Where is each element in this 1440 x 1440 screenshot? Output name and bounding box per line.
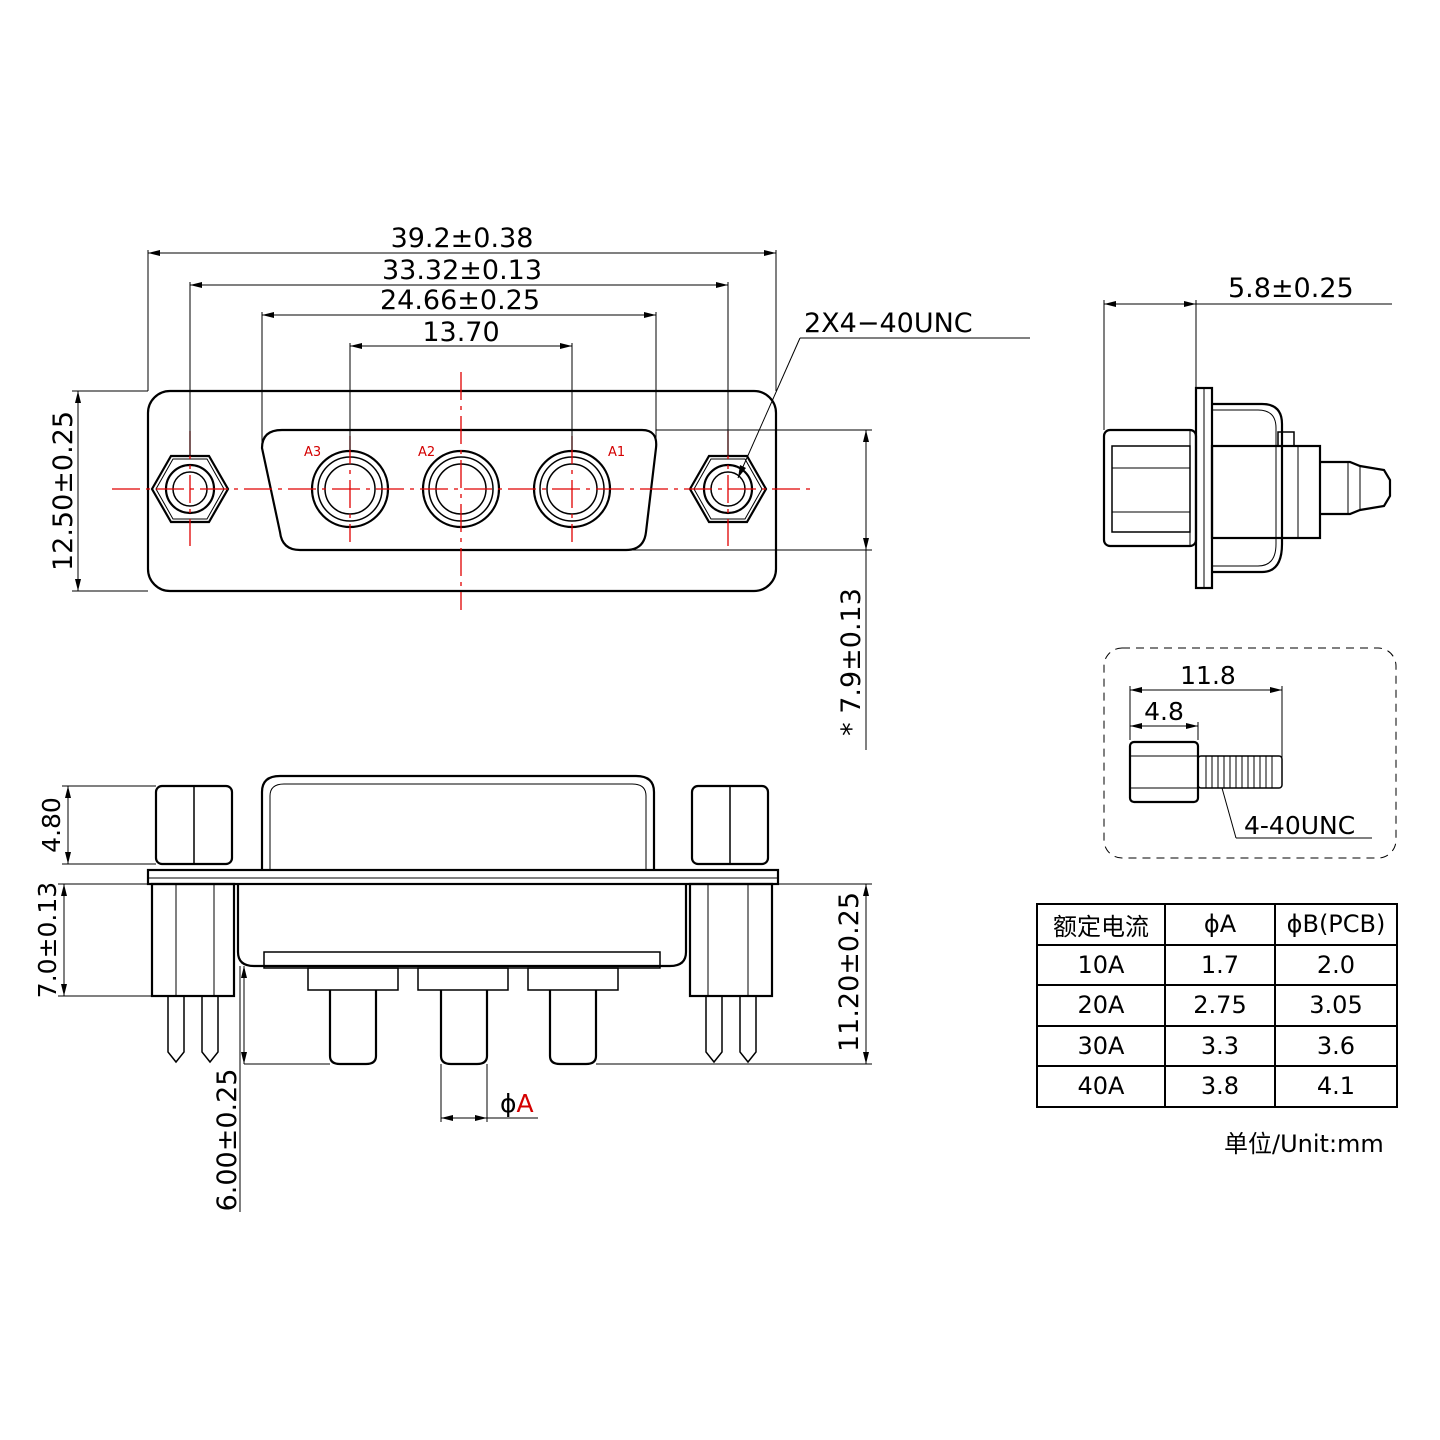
pin-label-a1: A1 bbox=[608, 445, 625, 460]
side-view: 5.8±0.25 bbox=[1102, 273, 1392, 590]
bottom-right-hex bbox=[690, 784, 770, 866]
svg-text:* 7.9±0.13: * 7.9±0.13 bbox=[836, 588, 867, 736]
cell-current: 10A bbox=[1036, 943, 1166, 986]
dim-hex-height: 4.80 bbox=[37, 785, 156, 865]
bottom-flange bbox=[146, 868, 780, 886]
cell-dia-a: 1.7 bbox=[1164, 943, 1276, 986]
cell-dia-b: 3.6 bbox=[1274, 1024, 1398, 1067]
svg-text:39.2±0.38: 39.2±0.38 bbox=[391, 223, 534, 254]
svg-text:4.80: 4.80 bbox=[37, 797, 66, 853]
spec-table: 额定电流 ϕA ϕB(PCB) 10A 1.7 2.0 20A 2.75 3.0… bbox=[1036, 903, 1398, 1108]
cell-dia-a: 3.3 bbox=[1164, 1024, 1276, 1067]
svg-text:6.00±0.25: 6.00±0.25 bbox=[212, 1069, 243, 1212]
cell-dia-a: 3.8 bbox=[1164, 1065, 1276, 1108]
thread-callout: 2X4−40UNC bbox=[737, 308, 1030, 479]
dim-body-height: 7.0±0.13 bbox=[33, 882, 152, 998]
bottom-view: 4.80 7.0±0.13 6.00±0.25 11.20±0.25 bbox=[33, 774, 872, 1212]
d-shell-outline bbox=[260, 428, 658, 552]
dim-mount-hole-spacing: 33.32±0.13 bbox=[189, 255, 729, 456]
left-standoff bbox=[150, 882, 236, 998]
header-dia-a: ϕA bbox=[1164, 903, 1276, 946]
bottom-left-hex bbox=[154, 784, 234, 866]
bottom-shell bbox=[260, 774, 656, 870]
cell-dia-a: 2.75 bbox=[1164, 984, 1276, 1027]
dim-total-height: 11.20±0.25 bbox=[596, 883, 872, 1065]
svg-text:11.20±0.25: 11.20±0.25 bbox=[834, 892, 865, 1052]
svg-text:ϕA: ϕA bbox=[500, 1089, 534, 1118]
dim-flange-height: 12.50±0.25 bbox=[48, 390, 148, 592]
table-row: 30A 3.3 3.6 bbox=[1036, 1024, 1398, 1067]
cell-current: 20A bbox=[1036, 984, 1166, 1027]
cell-current: 30A bbox=[1036, 1024, 1166, 1067]
dim-pin-length: 6.00±0.25 bbox=[212, 966, 330, 1212]
screw-thread-label: 4-40UNC bbox=[1244, 811, 1355, 840]
table-row: 10A 1.7 2.0 bbox=[1036, 943, 1398, 986]
svg-text:33.32±0.13: 33.32±0.13 bbox=[382, 255, 542, 286]
side-pin bbox=[1320, 460, 1392, 516]
side-contact-body bbox=[1210, 444, 1322, 540]
bottom-body bbox=[236, 884, 688, 968]
svg-text:12.50±0.25: 12.50±0.25 bbox=[48, 411, 79, 571]
screw-detail-frame bbox=[1103, 647, 1397, 859]
pin-label-a2: A2 bbox=[418, 445, 435, 460]
unit-note: 单位/Unit:mm bbox=[1224, 1130, 1384, 1158]
svg-text:7.0±0.13: 7.0±0.13 bbox=[33, 882, 62, 998]
svg-text:2X4−40UNC: 2X4−40UNC bbox=[804, 308, 973, 339]
screw-head bbox=[1128, 740, 1200, 804]
pin-label-a3: A3 bbox=[304, 445, 321, 460]
table-row: 40A 3.8 4.1 bbox=[1036, 1065, 1398, 1108]
dim-depth: 5.8±0.25 bbox=[1228, 273, 1354, 304]
dim-overall-width: 39.2±0.38 bbox=[147, 223, 777, 391]
dim-shell-width: 24.66±0.25 bbox=[261, 285, 657, 448]
front-flange bbox=[146, 389, 778, 593]
dim-screw-head: 4.8 bbox=[1144, 697, 1184, 726]
side-hex-nut bbox=[1102, 428, 1198, 548]
table-row: 20A 2.75 3.05 bbox=[1036, 984, 1398, 1027]
dim-diameter-a: ϕA bbox=[440, 1064, 538, 1122]
front-view: A3 A2 A1 39.2±0.38 33.32±0.13 24.66±0.25 bbox=[48, 223, 1030, 750]
dim-pin-spacing: 13.70 bbox=[349, 317, 573, 450]
cell-dia-b: 3.05 bbox=[1274, 984, 1398, 1027]
cell-current: 40A bbox=[1036, 1065, 1166, 1108]
contact-tail-2 bbox=[439, 990, 489, 1066]
dim-screw-total: 11.8 bbox=[1180, 661, 1236, 690]
right-standoff bbox=[688, 882, 774, 998]
contact-tail-1 bbox=[328, 990, 378, 1066]
svg-text:13.70: 13.70 bbox=[422, 317, 499, 348]
screw-detail: 11.8 4.8 4-40UNC bbox=[1103, 647, 1397, 859]
header-dia-b: ϕB(PCB) bbox=[1274, 903, 1398, 946]
contact-tail-3 bbox=[548, 990, 598, 1066]
svg-text:24.66±0.25: 24.66±0.25 bbox=[380, 285, 540, 316]
spec-table-header: 额定电流 ϕA ϕB(PCB) bbox=[1036, 903, 1398, 946]
dim-star: * 7.9±0.13 bbox=[626, 429, 872, 750]
header-rated-current: 额定电流 bbox=[1036, 903, 1166, 946]
cell-dia-b: 4.1 bbox=[1274, 1065, 1398, 1108]
cell-dia-b: 2.0 bbox=[1274, 943, 1398, 986]
screw-thread bbox=[1197, 755, 1283, 789]
